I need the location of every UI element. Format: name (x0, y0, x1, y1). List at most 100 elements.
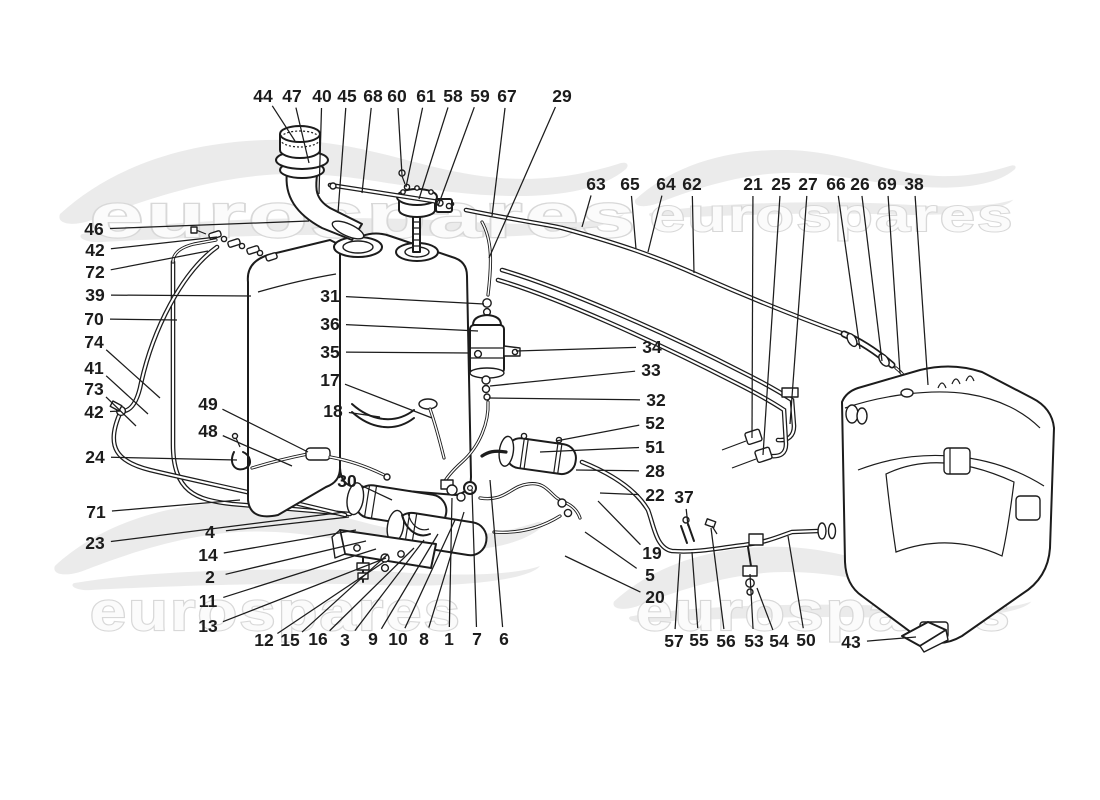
pipe-union-upper (744, 428, 763, 446)
part-number-42: 42 (84, 402, 104, 422)
part-number-17: 17 (320, 370, 339, 390)
leader-line-3 (354, 539, 425, 631)
part-number-57: 57 (664, 631, 683, 651)
leader-line-53 (749, 573, 754, 630)
part-number-5: 5 (645, 565, 655, 585)
part-number-45: 45 (337, 86, 357, 106)
filter-outlet-nut (481, 375, 491, 385)
part-number-73: 73 (84, 379, 104, 399)
part-number-11: 11 (199, 591, 218, 611)
leader-line-56 (710, 527, 725, 630)
leader-line-17 (344, 383, 433, 419)
pump-clamp-strap (401, 514, 431, 537)
part-number-6: 6 (499, 629, 509, 649)
leader-line-47 (295, 107, 310, 164)
filter-dome (472, 314, 502, 326)
leader-line-11 (223, 548, 377, 599)
tank-filler-stub (845, 404, 859, 424)
leader-line-2 (225, 540, 367, 575)
leader-line-34 (515, 346, 637, 352)
watermark-layer: eurospares eurospares eurospares eurospa… (54, 139, 1034, 643)
leader-line-51 (539, 446, 640, 453)
clamp-screw (704, 518, 717, 529)
leader-line-65 (630, 195, 637, 250)
part-number-52: 52 (645, 413, 665, 433)
clamp-24 (230, 451, 251, 471)
hose-clamp (331, 220, 365, 240)
leader-line-22 (599, 492, 640, 496)
fuel-damper (505, 437, 577, 476)
right-fuel-tank (841, 365, 1055, 653)
leader-line-52 (555, 424, 640, 442)
part-number-51: 51 (645, 437, 665, 457)
leader-line-37 (685, 508, 689, 527)
part-number-26: 26 (850, 174, 870, 194)
leader-line-63 (581, 195, 592, 228)
leader-line-72 (110, 250, 209, 271)
leader-line-6 (489, 479, 504, 628)
leader-line-57 (674, 553, 681, 630)
leader-line-41 (105, 375, 149, 415)
part-number-14: 14 (198, 545, 218, 565)
part-number-55: 55 (689, 630, 709, 650)
part-number-59: 59 (470, 86, 490, 106)
part-number-68: 68 (363, 86, 383, 106)
leader-line-24 (110, 456, 238, 461)
leader-line-44 (271, 105, 296, 142)
part-number-18: 18 (323, 401, 343, 421)
leader-line-23 (110, 511, 346, 543)
leader-line-66 (837, 195, 861, 350)
leader-line-29 (488, 106, 556, 259)
leader-line-19 (597, 500, 641, 546)
part-number-30: 30 (337, 471, 357, 491)
leader-line-62 (691, 195, 695, 274)
leader-line-64 (647, 195, 663, 253)
part-number-31: 31 (320, 286, 340, 306)
part-number-50: 50 (796, 630, 816, 650)
leader-line-20 (564, 555, 641, 593)
fuel-level-sender (327, 169, 455, 253)
part-number-74: 74 (84, 332, 104, 352)
leader-line-13 (222, 557, 387, 623)
part-number-44: 44 (253, 86, 273, 106)
leader-line-58 (418, 107, 449, 200)
part-number-37: 37 (674, 487, 693, 507)
leader-line-68 (361, 107, 372, 194)
left-fuel-tank (246, 232, 472, 518)
leader-line-40 (318, 107, 323, 195)
vent-hose-right (721, 330, 911, 469)
damper-and-delivery (480, 432, 837, 596)
part-number-15: 15 (280, 630, 300, 650)
part-number-56: 56 (716, 631, 736, 651)
leader-line-39 (110, 294, 252, 297)
leader-line-59 (437, 106, 475, 207)
part-number-39: 39 (85, 285, 105, 305)
part-number-49: 49 (198, 394, 218, 414)
tank-bracket-upper (943, 447, 971, 475)
part-number-12: 12 (254, 630, 274, 650)
part-number-64: 64 (656, 174, 676, 194)
part-number-66: 66 (826, 174, 846, 194)
leader-line-38 (914, 195, 929, 386)
leader-line-25 (762, 195, 781, 456)
part-number-35: 35 (320, 342, 340, 362)
part-number-47: 47 (282, 86, 301, 106)
filter-body (469, 324, 505, 374)
part-number-24: 24 (85, 447, 105, 467)
part-number-2: 2 (205, 567, 215, 587)
filler-cap (279, 125, 321, 143)
leader-line-45 (337, 107, 347, 214)
part-number-33: 33 (641, 360, 661, 380)
part-number-25: 25 (771, 174, 791, 194)
vent-inlet (900, 388, 914, 398)
leader-line-74 (105, 349, 161, 399)
tank-bracket-right (1015, 495, 1041, 521)
leader-line-42 (110, 236, 218, 250)
leader-line-48 (222, 435, 293, 467)
pickup-flange (418, 398, 438, 410)
part-number-13: 13 (198, 616, 218, 636)
pipe-union (748, 533, 764, 546)
banjo-fitting (463, 481, 477, 495)
part-number-19: 19 (642, 543, 662, 563)
